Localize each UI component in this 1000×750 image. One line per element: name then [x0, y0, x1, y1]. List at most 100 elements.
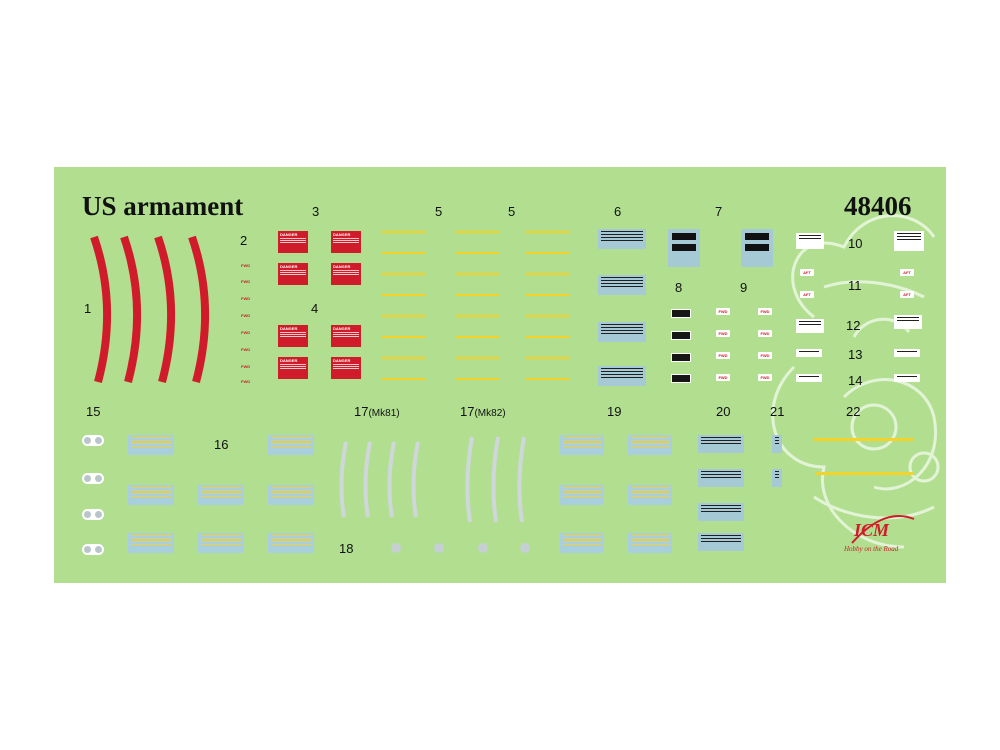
decal-number: 6 [614, 204, 622, 219]
white-data-label [894, 315, 922, 329]
decal-number: 9 [740, 280, 748, 295]
decal-22-stripe [814, 438, 914, 441]
yellow-stripe [382, 315, 426, 317]
narrow-stencil [772, 469, 782, 487]
aft-tag: AFT [900, 269, 914, 276]
decal-number: 4 [311, 301, 319, 316]
black-band-plate [668, 229, 700, 267]
stencil-plate [598, 322, 646, 342]
danger-heading: DANGER [280, 232, 298, 237]
fwd-marking: FWD [241, 263, 251, 268]
fwd-marking: FWD [241, 279, 251, 284]
yellow-stripe [455, 336, 499, 338]
yellow-stencil-plate [268, 435, 314, 455]
fwd-marking: FWD [241, 347, 251, 352]
decal-number: 5 [435, 204, 443, 219]
stencil-plate [698, 469, 744, 487]
yellow-stripe [526, 336, 570, 338]
narrow-stencil [772, 435, 782, 453]
decal-number-17-mk81: 17(Mk81) [354, 404, 400, 419]
yellow-stripe [526, 315, 570, 317]
decal-number: 17 [460, 404, 475, 419]
stencil-plate [598, 275, 646, 295]
stencil-plate [698, 503, 744, 521]
white-data-label [894, 231, 924, 251]
yellow-stencil-plate [560, 533, 604, 553]
decal-number: 22 [846, 404, 861, 419]
mk82-label: (Mk82) [474, 408, 506, 419]
brand-slogan: Hobby on the Road [844, 545, 899, 553]
fwd-marking: FWD [241, 296, 251, 301]
yellow-stencil-plate [560, 435, 604, 455]
yellow-stencil-plate [198, 485, 244, 505]
yellow-stencil-plate [268, 533, 314, 553]
white-dot-pair [82, 544, 104, 555]
yellow-stencil-plate [628, 485, 672, 505]
danger-heading: DANGER [333, 326, 351, 331]
yellow-stripe [382, 294, 426, 296]
white-data-label [796, 319, 824, 333]
decal-sheet: US armament 48406 1 2 3 4 5 5 6 7 8 9 10… [54, 167, 946, 583]
yellow-stripe [526, 273, 570, 275]
yellow-stripe [455, 294, 499, 296]
stencil-plate [698, 533, 744, 551]
danger-label: DANGER [331, 263, 361, 285]
decal-number: 11 [848, 278, 862, 293]
danger-label: DANGER [278, 231, 308, 253]
danger-label: DANGER [278, 325, 308, 347]
fwd-tag: FWD [716, 308, 730, 315]
decal-number: 19 [607, 404, 622, 419]
yellow-stripe [526, 357, 570, 359]
yellow-stripe [526, 378, 570, 380]
danger-heading: DANGER [280, 358, 298, 363]
danger-heading: DANGER [280, 264, 298, 269]
yellow-stencil-plate [268, 485, 314, 505]
decal-number: 15 [86, 404, 101, 419]
silver-dot [520, 543, 530, 553]
fwd-marking: FWD [241, 313, 251, 318]
yellow-stencil-plate [198, 533, 244, 553]
fwd-tag: FWD [716, 374, 730, 381]
stencil-plate [598, 229, 646, 249]
decal-number: 2 [240, 233, 248, 248]
danger-label: DANGER [331, 231, 361, 253]
stencil-plate [698, 435, 744, 453]
fwd-tag: FWD [758, 308, 772, 315]
black-bar [671, 353, 691, 362]
stencil-plate [598, 366, 646, 386]
decal-number: 12 [846, 318, 861, 333]
black-bar [671, 374, 691, 383]
white-dot-pair [82, 509, 104, 520]
danger-heading: DANGER [280, 326, 298, 331]
yellow-stripe [382, 378, 426, 380]
yellow-stripe [382, 336, 426, 338]
silver-dot [391, 543, 401, 553]
yellow-stripe [526, 294, 570, 296]
white-data-label [796, 233, 824, 249]
white-dot-pair [82, 435, 104, 446]
mk81-label: (Mk81) [368, 408, 400, 419]
decal-number: 1 [84, 301, 92, 316]
fwd-tag: FWD [758, 374, 772, 381]
decal-number: 8 [675, 280, 683, 295]
decal-1-red-bands [90, 235, 210, 384]
decal-22-stripe [816, 472, 914, 475]
black-bar [671, 309, 691, 318]
decal-number: 10 [848, 236, 863, 251]
yellow-stencil-plate [628, 533, 672, 553]
yellow-stripe [455, 252, 499, 254]
fwd-marking: FWD [241, 379, 251, 384]
yellow-stripe [382, 273, 426, 275]
fwd-marking: FWD [241, 330, 251, 335]
aft-tag: AFT [900, 291, 914, 298]
brand-name: ICM [854, 520, 890, 540]
yellow-stripe [455, 315, 499, 317]
sheet-artwork [90, 214, 940, 549]
danger-label: DANGER [278, 263, 308, 285]
white-data-label [796, 349, 822, 357]
black-bar [671, 331, 691, 340]
white-data-label [796, 374, 822, 382]
decal-number: 21 [770, 404, 785, 419]
yellow-stripe [455, 273, 499, 275]
decal-number: 14 [848, 373, 863, 388]
